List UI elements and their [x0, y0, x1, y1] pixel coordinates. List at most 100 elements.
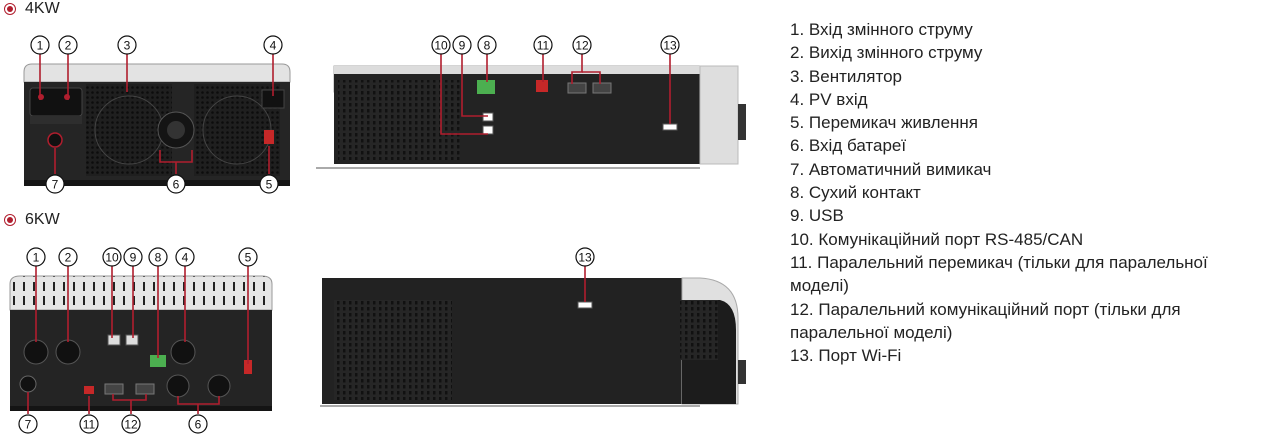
legend-item: 9. USB [790, 206, 844, 226]
svg-text:5: 5 [266, 178, 273, 192]
wifi-port [577, 301, 593, 309]
callout-6: 6 [166, 174, 186, 194]
callout-5: 5 [238, 247, 258, 267]
legend-item: 11. Паралельний перемикач (тільки для па… [790, 252, 1208, 296]
callouts-4kw-side [440, 54, 671, 135]
wifi-port [662, 123, 678, 131]
callout-2: 2 [58, 35, 78, 55]
callout-4: 4 [175, 247, 195, 267]
svg-text:10: 10 [434, 39, 448, 53]
callout-2: 2 [58, 247, 78, 267]
device-4kw-side [316, 65, 746, 169]
legend-item: 12. Паралельний комунікаційний порт (тіл… [790, 299, 1181, 342]
callout-circles-4kw-back: 1 2 3 4 5 6 7 [30, 35, 283, 194]
legend-item: 3. Вентилятор [790, 66, 902, 86]
svg-text:1: 1 [33, 251, 40, 265]
parallel-switch [536, 80, 548, 92]
svg-text:1: 1 [37, 39, 44, 53]
ac-terminal-block [29, 87, 83, 117]
dry-contact-port [477, 80, 495, 94]
callout-5: 5 [259, 174, 279, 194]
callout-12: 12 [572, 35, 592, 55]
legend-item: 8. Сухий контакт [790, 183, 921, 203]
callout-13: 13 [660, 35, 680, 55]
svg-text:5: 5 [245, 251, 252, 265]
callout-circles-6kw-side: 13 [575, 247, 595, 267]
svg-text:7: 7 [52, 178, 59, 192]
device-6kw-back [9, 275, 273, 411]
callouts-6kw-back [27, 266, 249, 414]
variant-4kw-label: 4KW [25, 0, 60, 17]
svg-text:2: 2 [65, 39, 72, 53]
component-legend: 1. Вхід змінного струму 2. Вихід змінног… [790, 18, 1255, 367]
callout-4: 4 [263, 35, 283, 55]
ac-output-connector [55, 339, 81, 365]
legend-item: 1. Вхід змінного струму [790, 20, 973, 39]
svg-text:11: 11 [83, 418, 96, 432]
svg-text:3: 3 [124, 39, 131, 53]
svg-text:2: 2 [65, 251, 72, 265]
svg-text:12: 12 [575, 39, 589, 53]
svg-text:8: 8 [155, 251, 162, 265]
pv-input-connector [170, 339, 196, 365]
callout-6: 6 [188, 414, 208, 434]
battery-connector-right [207, 374, 231, 398]
parallel-switch [84, 386, 94, 394]
variant-4kw: 4KW [4, 0, 60, 18]
callout-11: 11 [533, 35, 553, 55]
callout-13: 13 [575, 247, 595, 267]
callout-3: 3 [117, 35, 137, 55]
variant-6kw-label: 6KW [25, 211, 60, 228]
svg-text:6: 6 [173, 178, 180, 192]
svg-text:8: 8 [484, 39, 491, 53]
svg-text:9: 9 [459, 39, 466, 53]
callout-10: 10 [431, 35, 451, 55]
svg-text:9: 9 [130, 251, 137, 265]
side-vent-grille [334, 300, 452, 400]
legend-item: 4. PV вхід [790, 89, 868, 109]
circuit-breaker [19, 375, 37, 393]
callout-9: 9 [123, 247, 143, 267]
callout-circles-6kw-back: 1 2 10 9 8 4 5 7 11 12 6 [18, 247, 258, 434]
legend-item: 13. Порт Wi-Fi [790, 346, 902, 366]
callout-1: 1 [26, 247, 46, 267]
callout-9: 9 [452, 35, 472, 55]
svg-text:13: 13 [663, 39, 677, 53]
ac-input-connector [23, 339, 49, 365]
svg-text:11: 11 [537, 39, 550, 53]
callout-8: 8 [477, 35, 497, 55]
svg-text:7: 7 [25, 418, 32, 432]
callout-12: 12 [121, 414, 141, 434]
power-switch [244, 360, 252, 374]
svg-text:13: 13 [578, 251, 592, 265]
device-6kw-side [320, 277, 746, 407]
battery-connector-left [166, 374, 190, 398]
legend-item: 7. Автоматичний вимикач [790, 159, 992, 179]
circuit-breaker [47, 132, 63, 148]
top-panel [23, 63, 291, 83]
callout-11: 11 [79, 414, 99, 434]
callout-7: 7 [18, 414, 38, 434]
callout-8: 8 [148, 247, 168, 267]
callout-7: 7 [45, 174, 65, 194]
device-4kw-back [23, 63, 291, 186]
callout-10: 10 [102, 247, 122, 267]
callout-1: 1 [30, 35, 50, 55]
callout-circles-4kw-side: 10 9 8 11 12 13 [431, 35, 680, 55]
variant-6kw: 6KW [4, 211, 60, 229]
svg-text:6: 6 [195, 418, 202, 432]
svg-text:4: 4 [270, 39, 277, 53]
radio-bullet-icon [4, 214, 16, 226]
dry-contact-port [150, 355, 166, 367]
power-switch [264, 130, 274, 144]
side-vent-grille [338, 80, 460, 160]
svg-text:12: 12 [124, 418, 138, 432]
legend-item: 10. Комунікаційний порт RS-485/CAN [790, 229, 1084, 249]
svg-text:10: 10 [105, 251, 119, 265]
callouts-4kw-back [39, 54, 274, 174]
radio-bullet-icon [4, 3, 16, 15]
legend-item: 2. Вихід змінного струму [790, 43, 983, 63]
legend-item: 5. Перемикач живлення [790, 113, 979, 133]
svg-text:4: 4 [182, 251, 189, 265]
